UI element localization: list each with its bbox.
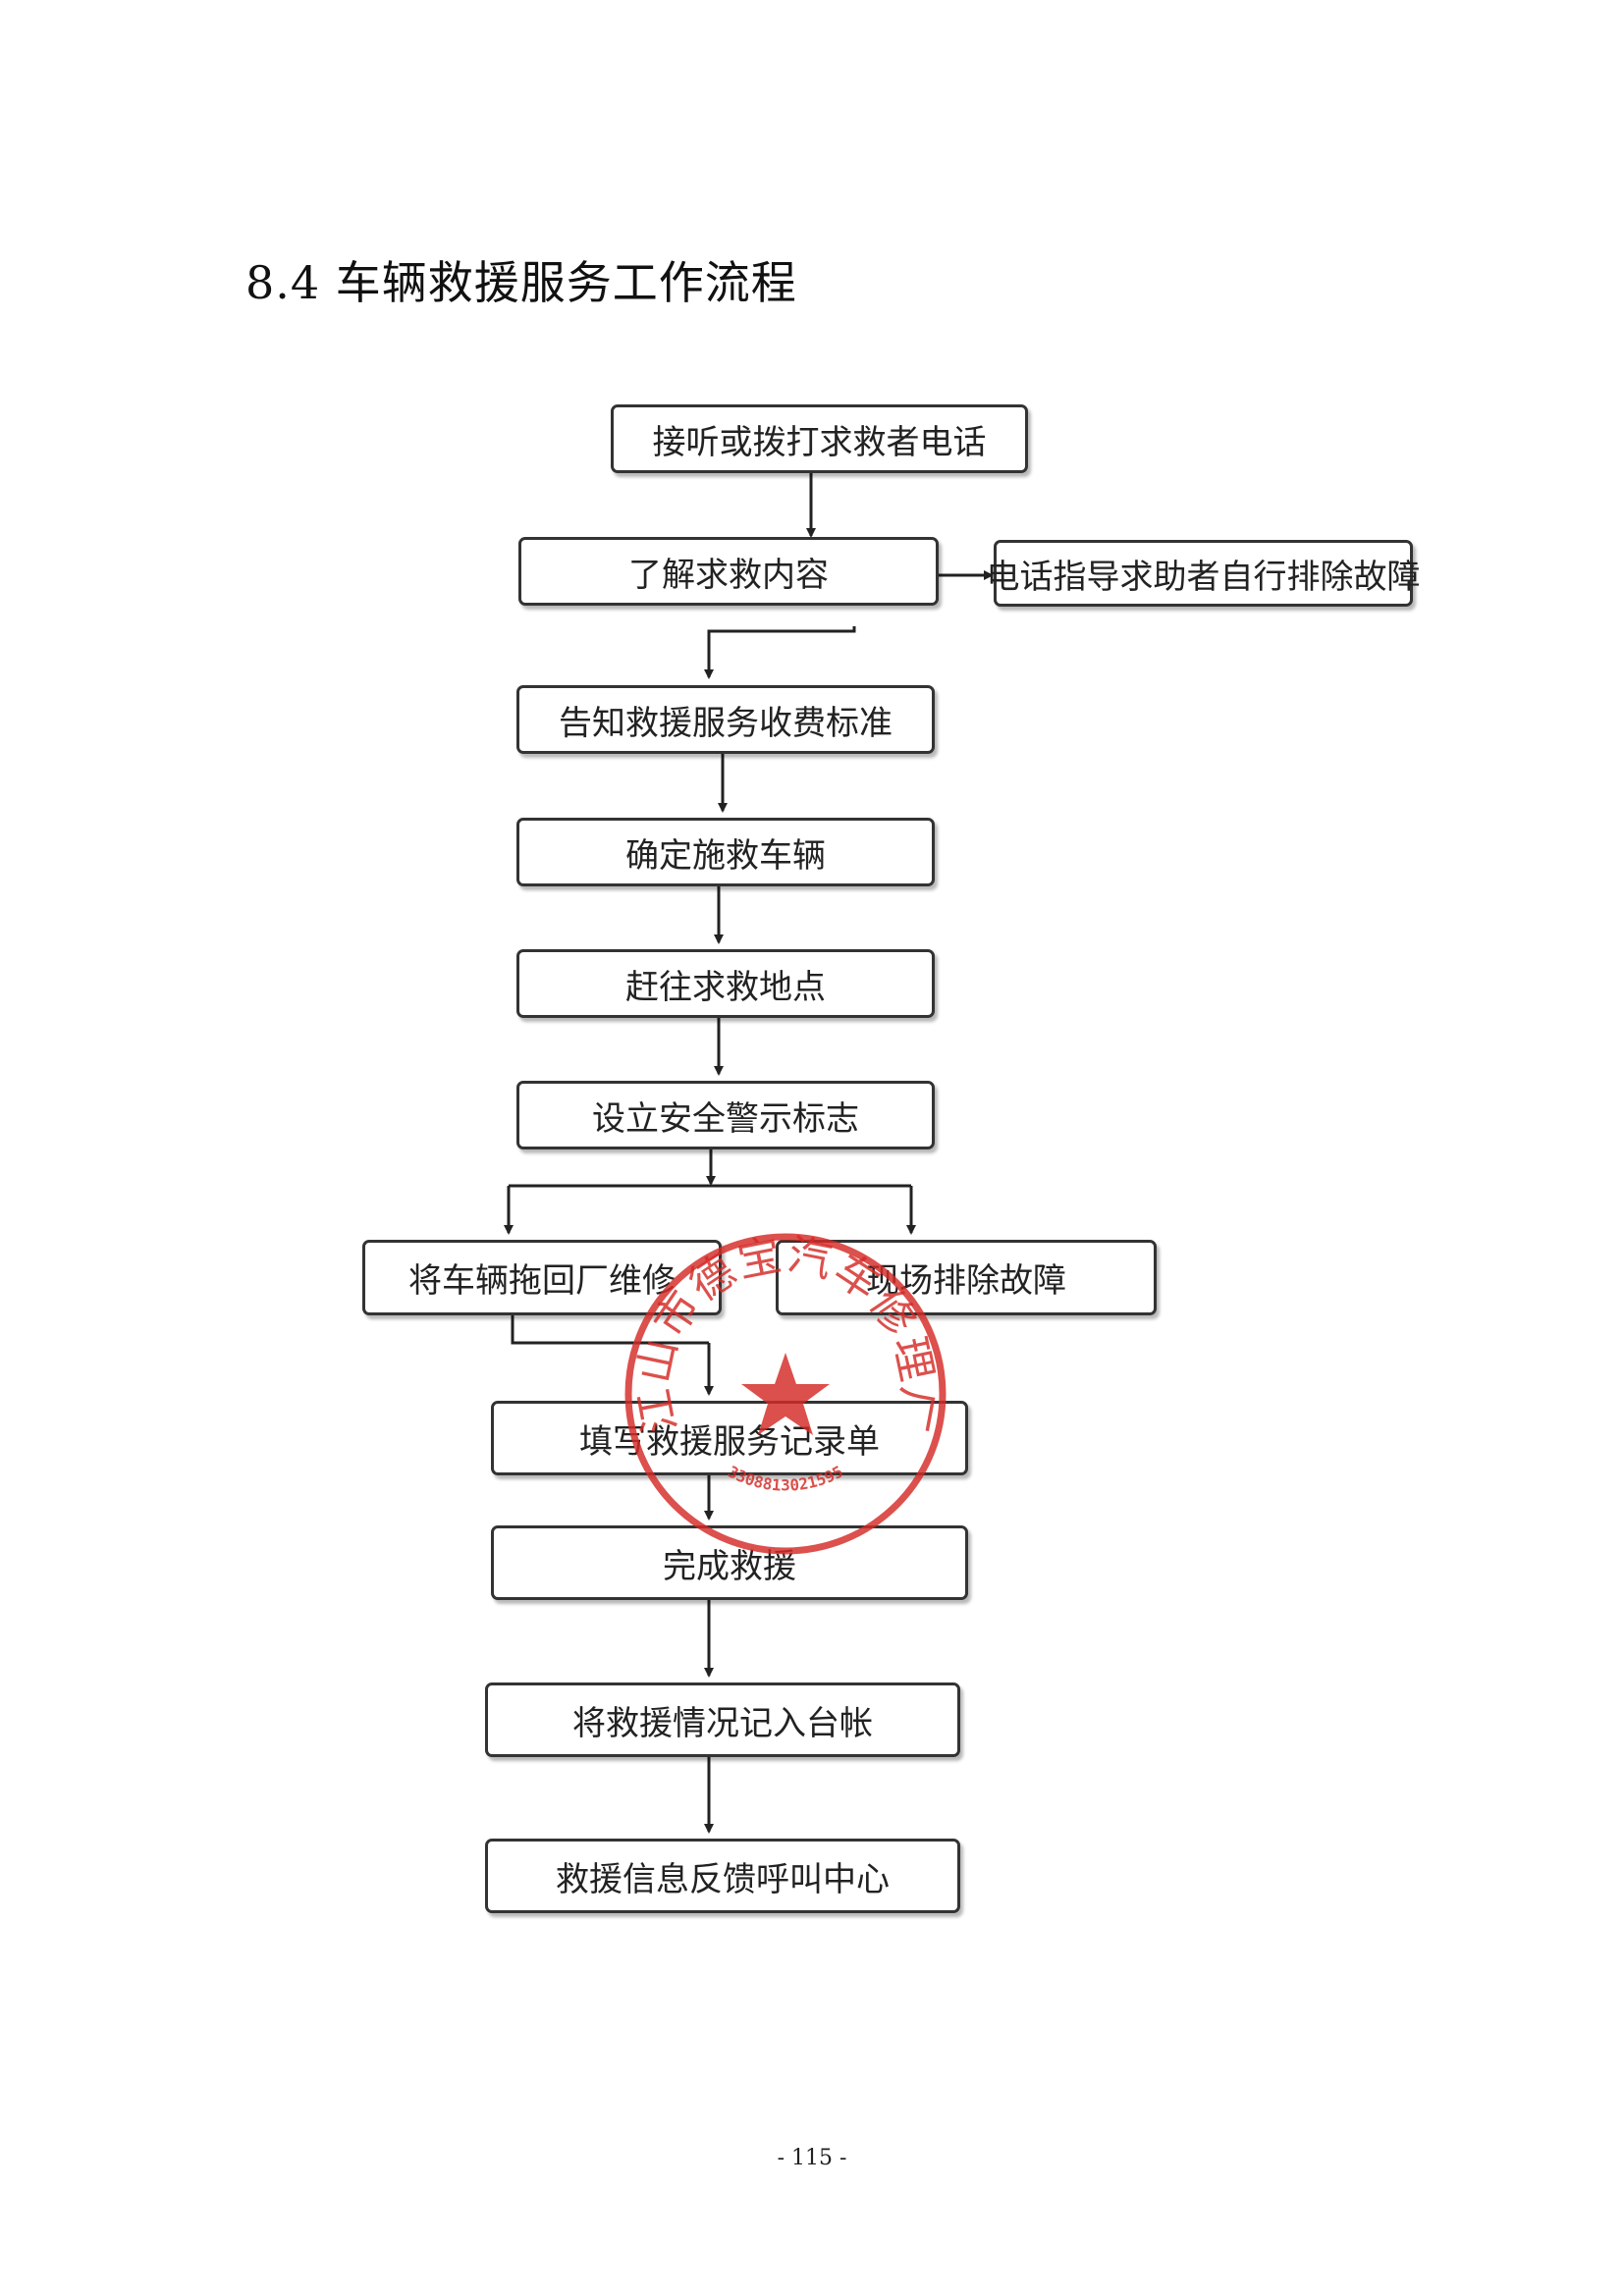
step-tow-back: 将车辆拖回厂维修 (362, 1240, 722, 1315)
step-understand: 了解求救内容 (518, 537, 939, 606)
merge-line (511, 1315, 709, 1345)
svg-text:3308813021595: 3308813021595 (725, 1462, 846, 1494)
step-ledger: 将救援情况记入台帐 (485, 1682, 960, 1757)
step-inform-fee: 告知救援服务收费标准 (516, 685, 935, 754)
arrow-3 (704, 626, 856, 679)
section-title: 8.4 车辆救援服务工作流程 (245, 256, 797, 309)
step-confirm-vehicle: 确定施救车辆 (516, 818, 935, 886)
step-feedback: 救援信息反馈呼叫中心 (485, 1839, 960, 1913)
company-seal: 江山市德宝汽车修理厂 3308813021595 (624, 1230, 947, 1555)
page-number: - 115 - (777, 2146, 847, 2170)
seal-number: 3308813021595 (725, 1462, 846, 1494)
step-go-to-site: 赶往求救地点 (516, 949, 935, 1018)
seal-star-icon (741, 1353, 830, 1435)
step-answer-call: 接听或拨打求救者电话 (611, 404, 1028, 473)
step-fill-record: 填写救援服务记录单 (491, 1401, 968, 1475)
step-set-warning: 设立安全警示标志 (516, 1081, 935, 1149)
step-phone-guide: 电话指导求助者自行排除故障 (987, 540, 1421, 607)
